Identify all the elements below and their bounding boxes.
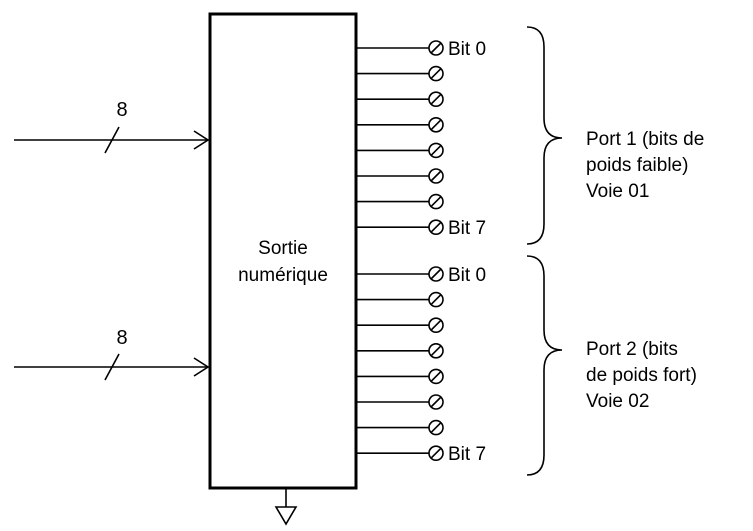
port-2-pin-4: [356, 368, 444, 385]
input-arrowhead-1: [193, 130, 210, 150]
screw-terminal-icon: [428, 40, 444, 56]
screw-terminal-icon: [428, 317, 444, 334]
port-1-last-bit-label: Bit 7: [448, 218, 486, 239]
port-2-pin-1: [356, 291, 444, 308]
digital-output-block: [208, 12, 358, 490]
input-arrowhead-2: [193, 357, 210, 377]
port-2-caption-line1: Port 2 (bits: [586, 339, 678, 360]
port-1-pin-2: [356, 91, 444, 107]
screw-terminal-icon: [428, 266, 444, 282]
screw-terminal-icon: [428, 445, 444, 462]
port-1-pin-5: [356, 168, 444, 184]
screw-terminal-icon: [428, 394, 444, 410]
screw-terminal-icon: [428, 368, 444, 385]
screw-terminal-icon: [428, 291, 444, 308]
port-1-pin-6: [356, 193, 444, 210]
input-bus-slash-1: [104, 126, 120, 154]
screw-terminal-icon: [428, 65, 444, 82]
port-1-pin-4: [356, 142, 444, 159]
port-2-last-bit-label: Bit 7: [448, 444, 486, 465]
port-1-pin-7: Bit 7: [356, 218, 486, 239]
screw-terminal-icon: [428, 117, 444, 133]
port-2-pin-3: [356, 342, 444, 359]
port-2-pin-7: Bit 7: [356, 444, 486, 465]
port-2-group: Bit 0 Bit 7: [356, 265, 486, 465]
ground-triangle-icon: [274, 506, 298, 526]
port-1-group: Bit 0 Bit 7: [356, 39, 486, 239]
input-bus-slash-2: [104, 353, 120, 381]
port-1-pin-0: Bit 0: [356, 39, 486, 60]
block-label-line1: Sortie: [258, 238, 308, 259]
port-1-pin-1: [356, 65, 444, 82]
screw-terminal-icon: [428, 168, 444, 184]
port-1-brace: [526, 26, 563, 245]
port-1-caption-line2: poids faible): [586, 155, 688, 176]
port-2-caption-line2: de poids fort): [586, 365, 697, 386]
screw-terminal-icon: [428, 193, 444, 210]
port-1-pin-3: [356, 117, 444, 133]
screw-terminal-icon: [428, 142, 444, 159]
port-2-brace: [526, 255, 563, 476]
input-width-label-1: 8: [116, 99, 127, 121]
ground-symbol: [274, 488, 298, 526]
input-bus-2: 8: [14, 327, 210, 381]
port-1-caption-line1: Port 1 (bits de: [586, 129, 704, 150]
port-2-pin-5: [356, 394, 444, 410]
block-label-line2: numérique: [238, 265, 328, 286]
port-2-pin-2: [356, 317, 444, 334]
port-2-first-bit-label: Bit 0: [448, 265, 486, 286]
input-bus-1: 8: [14, 99, 210, 154]
screw-terminal-icon: [428, 91, 444, 107]
input-width-label-2: 8: [116, 327, 127, 349]
port-1-first-bit-label: Bit 0: [448, 39, 486, 60]
screw-terminal-icon: [428, 342, 444, 359]
screw-terminal-icon: [428, 219, 444, 235]
port-2-caption-line3: Voie 02: [586, 391, 649, 412]
port-1-caption-line3: Voie 01: [586, 181, 649, 202]
screw-terminal-icon: [428, 419, 444, 436]
port-2-pin-6: [356, 419, 444, 436]
port-2-pin-0: Bit 0: [356, 265, 486, 286]
